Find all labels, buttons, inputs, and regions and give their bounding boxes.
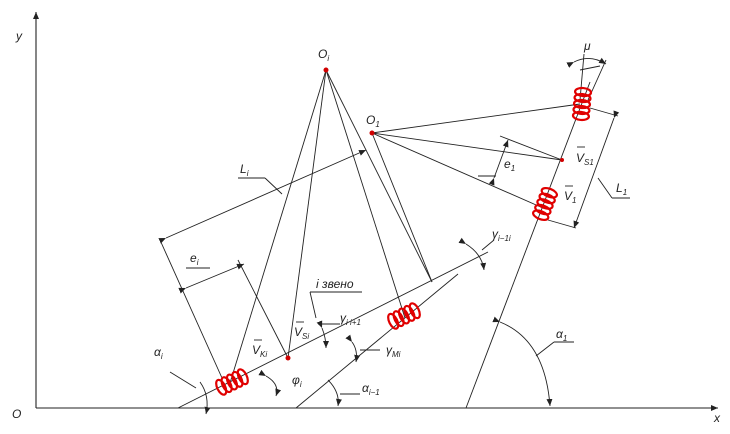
origin-label: O (12, 407, 21, 421)
wheel-i (215, 368, 249, 396)
alpha-i-leader (169, 371, 197, 389)
alpha1-label: α1 (556, 327, 567, 343)
y-axis-label: y (15, 29, 23, 43)
point-o1 (369, 130, 375, 136)
li-ext-left (159, 239, 223, 379)
wheel-1 (531, 186, 559, 222)
point-oi (323, 67, 329, 73)
link-label: i звено (316, 277, 354, 291)
gamma-mi-arc (345, 334, 361, 363)
ei-ext-right (237, 259, 289, 359)
v1-label: V1 (564, 185, 576, 205)
wheel-top (571, 86, 593, 122)
alpha1-arc (492, 316, 553, 407)
li-leader-diag (264, 177, 283, 195)
link-i-minus-1-axis (295, 273, 459, 409)
l1-ext-bottom (547, 219, 577, 229)
o1-to-right (371, 132, 433, 283)
e1-dimension-line (488, 139, 509, 186)
e1-ext (499, 135, 563, 161)
alpha-im1-label: αi−1 (362, 381, 380, 397)
o1-to-vs1 (371, 132, 563, 161)
wheel-mi (387, 302, 421, 330)
oi-to-vsi (287, 69, 327, 359)
phi-i-label: φi (292, 373, 302, 389)
oi-to-wheel-i (229, 69, 327, 384)
e1-label: e1 (504, 157, 515, 173)
alpha1-leader (535, 341, 555, 357)
alpha-i-label: αi (154, 345, 163, 361)
l1-leader (597, 177, 613, 199)
gamma-i1-arc (316, 320, 329, 349)
svg-text:VSi: VSi (294, 325, 309, 341)
vs1-label: VS1 (576, 146, 594, 167)
ei-label: ei (190, 251, 199, 267)
gamma-1i-label: γi−1i (492, 227, 511, 243)
vsi-label: VSi (294, 321, 309, 341)
gamma-i1-label: γi i+1 (340, 311, 361, 327)
point-si (285, 355, 291, 361)
ei-dimension-line (178, 263, 245, 294)
mu-label: μ (583, 39, 591, 53)
x-axis-label: x (713, 411, 721, 425)
l1-ext-top (589, 107, 619, 117)
svg-text:V1: V1 (564, 189, 576, 205)
alpha-i-arc (199, 381, 211, 415)
link-label-leader (309, 291, 317, 319)
li-label: Li (240, 162, 249, 178)
l1-label: L1 (616, 181, 627, 197)
l1-dimension-line (573, 110, 620, 229)
link-1-axis (465, 81, 591, 409)
oi-to-right (325, 69, 433, 283)
phi-i-arc (258, 369, 282, 397)
gamma-1i-leader (481, 239, 495, 251)
o1-to-wheel-top (371, 103, 581, 134)
alpha-im1-arc (327, 379, 342, 407)
mu-arc (566, 57, 607, 68)
o1-to-wheel-1 (371, 132, 544, 209)
li-dimension-line (158, 149, 367, 244)
gamma-mi-label: γMi (386, 343, 401, 359)
point-s1 (560, 158, 564, 162)
gamma-1i-arc (458, 237, 487, 271)
oi-label: Oi (318, 47, 329, 63)
vki-label: VKi (252, 339, 267, 359)
svg-text:VS1: VS1 (576, 151, 594, 167)
svg-text:VKi: VKi (252, 343, 267, 359)
o1-label: O1 (366, 113, 380, 129)
